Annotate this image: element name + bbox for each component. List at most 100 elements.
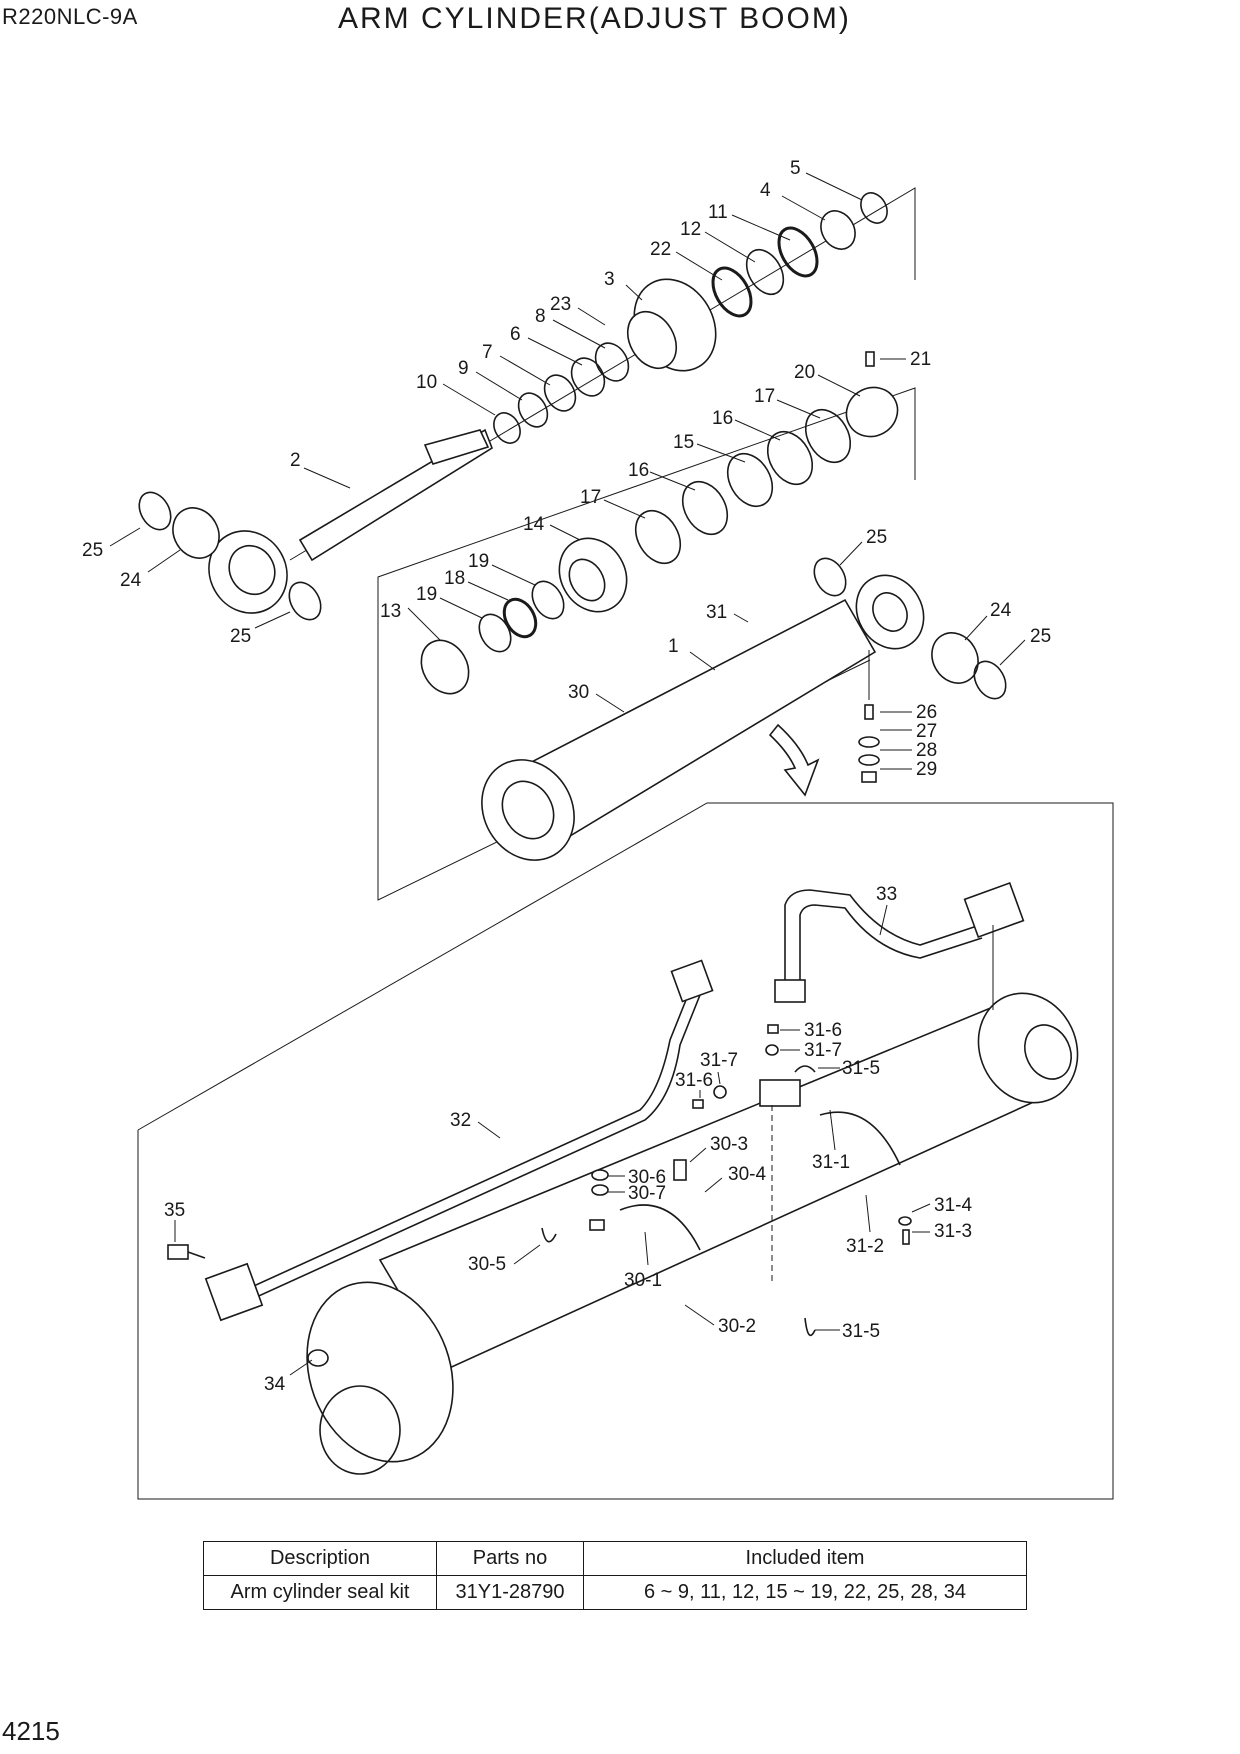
table-row: Arm cylinder seal kit 31Y1-28790 6 ~ 9, … <box>203 1575 1027 1610</box>
pipe-32 <box>204 959 714 1322</box>
svg-text:6: 6 <box>510 324 521 345</box>
seal-kit-table: Description Parts no Included item Arm c… <box>203 1541 1027 1610</box>
callout-31-5a: 31-5 <box>818 1058 880 1079</box>
direction-arrow-icon <box>768 723 820 797</box>
svg-text:25: 25 <box>82 540 103 561</box>
callout-16a: 16 <box>712 408 781 441</box>
svg-text:22: 22 <box>650 239 671 260</box>
callout-30-1: 30-1 <box>624 1231 662 1291</box>
svg-text:26: 26 <box>916 702 937 723</box>
callout-34: 34 <box>264 1359 313 1395</box>
cell-included-item: 6 ~ 9, 11, 12, 15 ~ 19, 22, 25, 28, 34 <box>583 1575 1027 1610</box>
svg-text:4: 4 <box>760 180 771 201</box>
svg-text:30-5: 30-5 <box>468 1254 506 1275</box>
callout-22: 22 <box>650 239 723 281</box>
callout-7: 7 <box>482 342 551 386</box>
callout-25b: 25 <box>230 611 291 647</box>
callout-16b: 16 <box>628 460 696 491</box>
piston-group <box>420 351 899 695</box>
callout-12: 12 <box>680 219 756 263</box>
svg-text:30-6: 30-6 <box>628 1167 666 1188</box>
callout-31-6a: 31-6 <box>780 1020 842 1041</box>
callout-26: 26 <box>880 702 937 723</box>
header-included-item: Included item <box>583 1541 1027 1576</box>
svg-text:30-3: 30-3 <box>710 1134 748 1155</box>
callout-13: 13 <box>380 601 441 641</box>
rod-seals <box>493 342 630 444</box>
callout-30-2: 30-2 <box>684 1304 756 1337</box>
callout-35: 35 <box>164 1200 185 1242</box>
callout-30: 30 <box>568 682 625 713</box>
svg-text:23: 23 <box>550 294 571 315</box>
detail-panel-frame <box>137 802 1114 1500</box>
pipe-33 <box>774 881 1025 1003</box>
header-parts-no: Parts no <box>436 1541 584 1576</box>
svg-text:31-1: 31-1 <box>812 1152 850 1173</box>
callout-31-4: 31-4 <box>911 1195 972 1216</box>
svg-text:31-6: 31-6 <box>804 1020 842 1041</box>
svg-text:2: 2 <box>290 450 301 471</box>
callout-25c: 25 <box>839 527 887 566</box>
table-header-row: Description Parts no Included item <box>203 1541 1027 1576</box>
callout-31: 31 <box>706 602 749 623</box>
svg-text:25: 25 <box>866 527 887 548</box>
svg-text:25: 25 <box>230 626 251 647</box>
svg-text:19: 19 <box>416 584 437 605</box>
callout-5: 5 <box>790 158 863 201</box>
svg-text:24: 24 <box>120 570 142 591</box>
callout-28: 28 <box>880 740 937 761</box>
svg-text:30-7: 30-7 <box>628 1183 666 1204</box>
svg-text:25: 25 <box>1030 626 1051 647</box>
callout-25d: 25 <box>999 626 1051 666</box>
callout-15: 15 <box>673 432 746 463</box>
callout-23: 23 <box>550 294 606 326</box>
callout-30-7: 30-7 <box>608 1183 666 1204</box>
svg-text:16: 16 <box>712 408 733 429</box>
svg-text:24: 24 <box>990 600 1012 621</box>
svg-text:31-5: 31-5 <box>842 1058 880 1079</box>
callout-10: 10 <box>416 372 496 416</box>
callout-24a: 24 <box>120 549 181 591</box>
callout-31-2: 31-2 <box>846 1194 884 1257</box>
svg-text:1: 1 <box>668 636 679 657</box>
svg-text:29: 29 <box>916 759 937 780</box>
callout-4: 4 <box>760 180 826 221</box>
svg-text:31-5: 31-5 <box>842 1321 880 1342</box>
callout-31-7b: 31-7 <box>700 1050 738 1085</box>
svg-text:31-7: 31-7 <box>700 1050 738 1071</box>
page-title: ARM CYLINDER(ADJUST BOOM) <box>338 2 851 35</box>
callout-3: 3 <box>604 269 643 301</box>
rod-cover <box>626 278 717 372</box>
svg-text:30-4: 30-4 <box>728 1164 766 1185</box>
svg-text:21: 21 <box>910 349 931 370</box>
callout-30-3: 30-3 <box>689 1134 748 1163</box>
callout-25a: 25 <box>82 527 141 561</box>
callout-21: 21 <box>880 349 931 370</box>
svg-text:35: 35 <box>164 1200 185 1221</box>
svg-text:32: 32 <box>450 1110 471 1131</box>
callout-31-5b: 31-5 <box>815 1321 880 1342</box>
cylinder-tube <box>481 557 1007 861</box>
callout-11: 11 <box>708 202 791 241</box>
svg-text:16: 16 <box>628 460 649 481</box>
callout-18: 18 <box>444 568 509 601</box>
detail-tube <box>306 992 1079 1475</box>
svg-text:10: 10 <box>416 372 437 393</box>
svg-text:19: 19 <box>468 551 489 572</box>
callout-9: 9 <box>458 358 523 401</box>
svg-text:17: 17 <box>580 487 601 508</box>
callout-29: 29 <box>880 759 937 780</box>
callout-1: 1 <box>668 636 716 671</box>
callout-30-5: 30-5 <box>468 1244 541 1275</box>
callout-31-6b: 31-6 <box>675 1070 713 1098</box>
exploded-parts-diagram: 1 2 3 4 5 6 7 8 9 10 11 12 13 14 15 16 1… <box>82 158 1114 1500</box>
svg-text:11: 11 <box>708 202 728 223</box>
callout-31-1: 31-1 <box>812 1109 850 1173</box>
callout-14: 14 <box>523 514 581 541</box>
svg-text:34: 34 <box>264 1374 286 1395</box>
svg-text:30-2: 30-2 <box>718 1316 756 1337</box>
svg-text:12: 12 <box>680 219 701 240</box>
svg-text:5: 5 <box>790 158 801 179</box>
callout-17a: 17 <box>754 386 821 419</box>
cell-parts-no: 31Y1-28790 <box>436 1575 584 1610</box>
